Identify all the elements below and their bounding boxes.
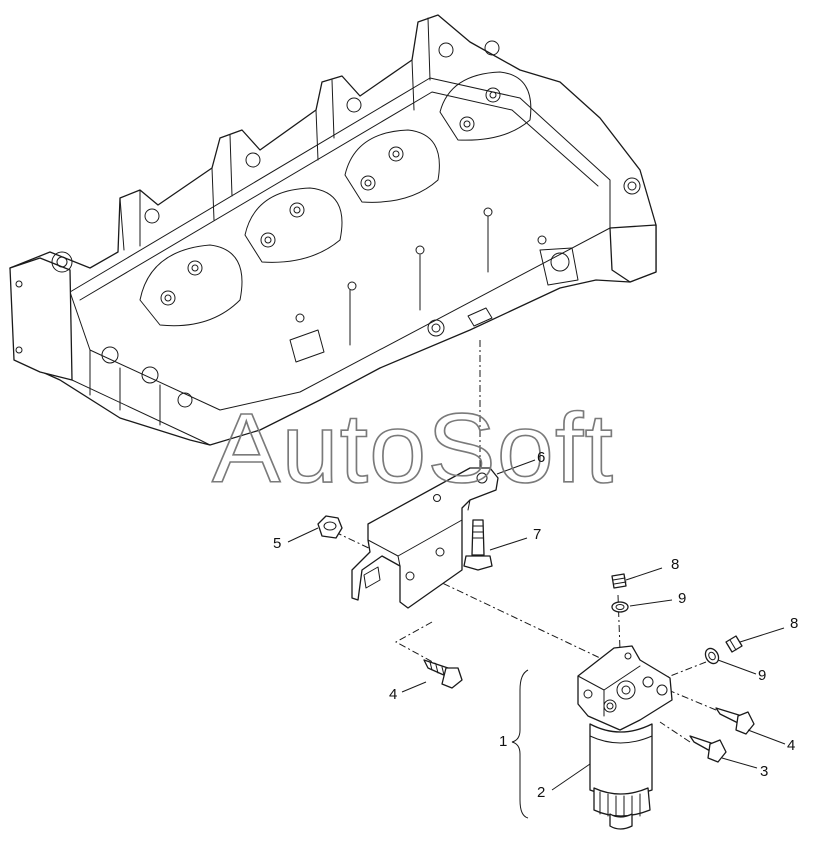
callout-6: 6 bbox=[537, 449, 545, 466]
fuel-filter-assembly bbox=[577, 645, 673, 830]
cylinder-head bbox=[9, 14, 657, 446]
callout-9-top: 9 bbox=[678, 590, 686, 607]
callout-8-right: 8 bbox=[790, 615, 798, 632]
callout-4-left: 4 bbox=[389, 686, 397, 703]
callout-4-right: 4 bbox=[787, 737, 795, 754]
plug-8-top bbox=[611, 573, 627, 589]
bolt-4-right bbox=[715, 707, 755, 735]
callout-7: 7 bbox=[533, 526, 541, 543]
callout-9-right: 9 bbox=[758, 667, 766, 684]
washer-9-top bbox=[611, 601, 629, 613]
bolt-7 bbox=[463, 519, 493, 571]
watermark-text: AutoSoft bbox=[212, 393, 614, 503]
nut bbox=[317, 515, 343, 539]
washer-9-right bbox=[704, 647, 720, 665]
callout-3: 3 bbox=[760, 763, 768, 780]
group-brace bbox=[511, 669, 529, 819]
callout-labels: 1 2 3 4 4 5 6 7 8 8 9 9 bbox=[273, 449, 798, 801]
callout-8-top: 8 bbox=[671, 556, 679, 573]
mounting-bracket bbox=[351, 467, 499, 609]
plug-8-right bbox=[725, 635, 743, 653]
callout-1: 1 bbox=[499, 733, 507, 750]
bolt-4-left bbox=[423, 659, 463, 689]
bolt-3 bbox=[689, 735, 727, 763]
leader-lines bbox=[287, 459, 786, 791]
callout-2: 2 bbox=[537, 784, 545, 801]
callout-5: 5 bbox=[273, 535, 281, 552]
